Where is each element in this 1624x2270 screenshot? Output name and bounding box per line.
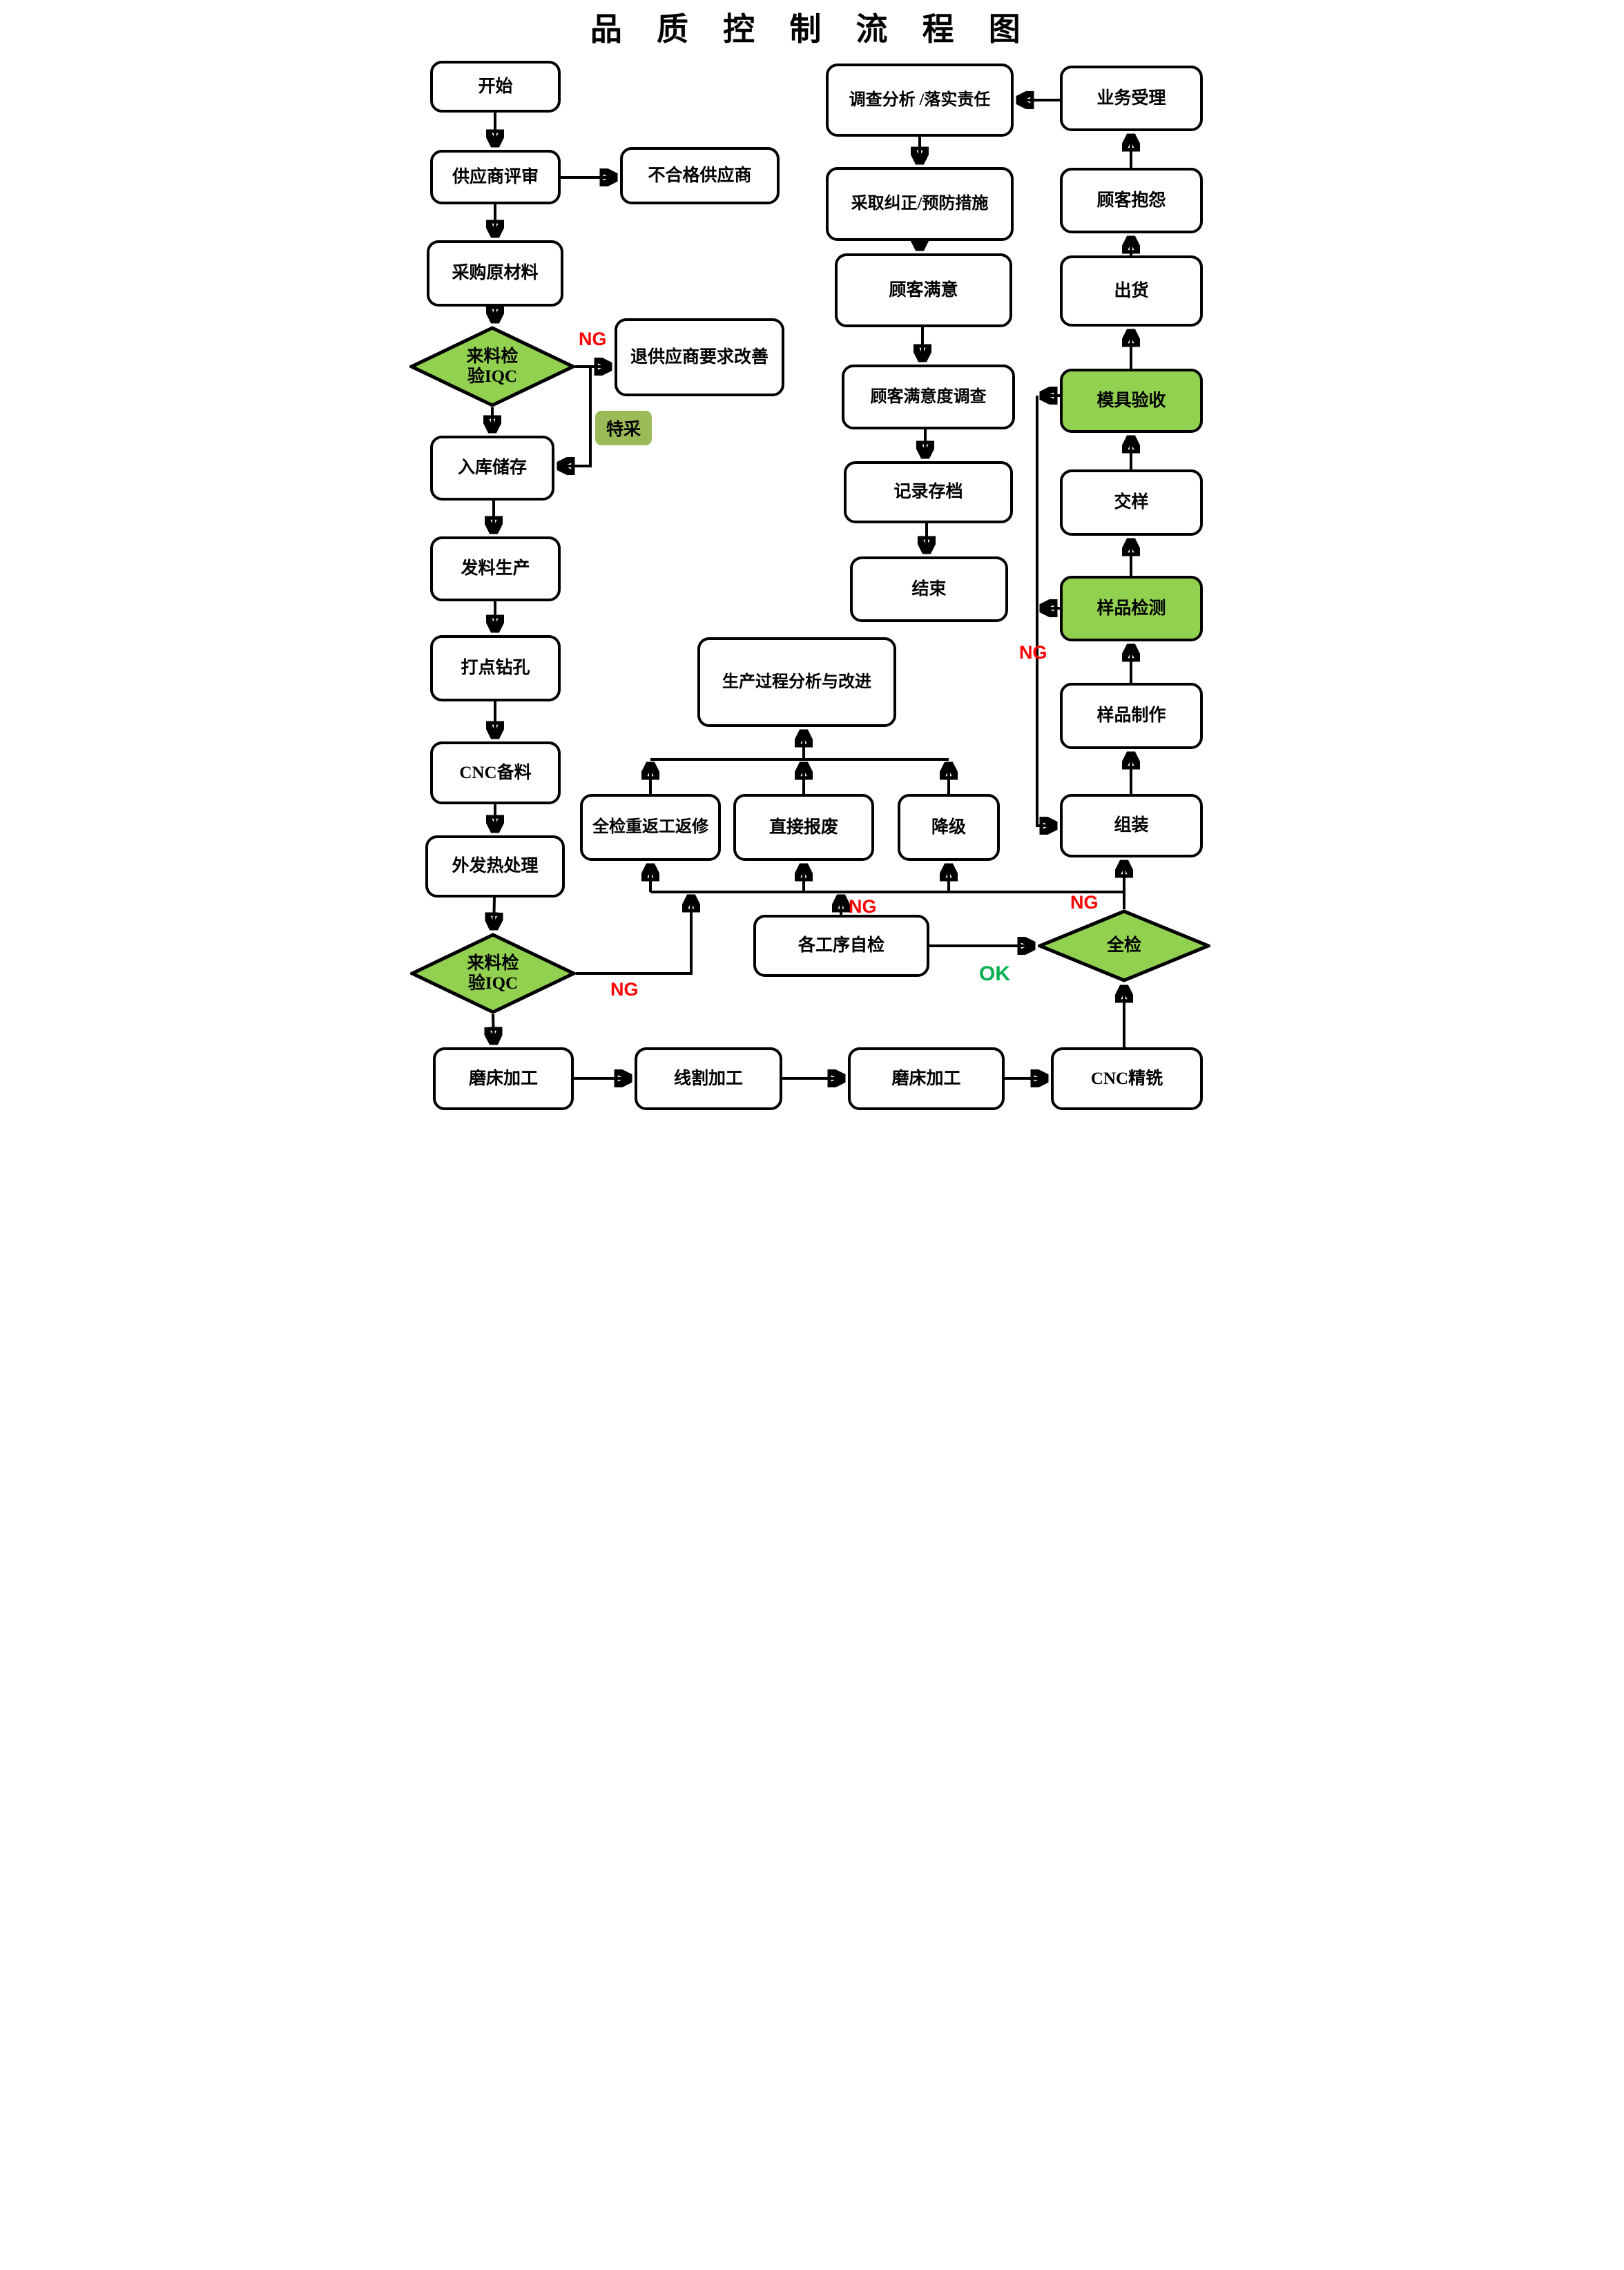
iqc-decision-2-shape	[410, 933, 576, 1014]
node-mold-acceptance: 模具验收	[1060, 369, 1203, 433]
iqc2-line1: 来料检	[467, 953, 519, 973]
page-title: 品 质 控 制 流 程 图	[590, 12, 1034, 47]
ng-label-self-inspection: NG	[849, 896, 877, 917]
node-record-archive: 记录存档	[844, 461, 1013, 523]
iqc2-line2: 验IQC	[467, 974, 519, 993]
full-inspection-diamond	[1038, 909, 1210, 982]
node-corrective-action-label: 采取纠正/预防措施	[851, 195, 989, 213]
node-grinding-2-label: 磨床加工	[891, 1069, 961, 1088]
node-sample-testing-label: 样品检测	[1096, 599, 1166, 618]
node-customer-satisfaction-label: 顾客满意	[889, 280, 958, 300]
node-investigation: 调查分析 /落实责任	[826, 64, 1014, 137]
node-warehouse-label: 入库储存	[457, 458, 527, 477]
node-process-analysis: 生产过程分析与改进	[697, 637, 896, 727]
node-scrap: 直接报废	[733, 794, 874, 861]
ng-label-iqc2: NG	[610, 979, 639, 1000]
special-acceptance-badge: 特采	[595, 411, 652, 445]
node-iqc-decision-2: 来料检 验IQC	[410, 933, 576, 1014]
node-unqualified-supplier-label: 不合格供应商	[648, 166, 752, 185]
node-investigation-label: 调查分析 /落实责任	[849, 90, 991, 109]
node-unqualified-supplier: 不合格供应商	[620, 147, 780, 204]
node-sample-delivery-label: 交样	[1114, 493, 1149, 512]
ng-label-sample-feedback: NG	[1019, 642, 1047, 663]
node-dotting-drilling: 打点钻孔	[430, 635, 561, 701]
node-mold-acceptance-label: 模具验收	[1096, 391, 1166, 410]
node-wire-cutting-label: 线割加工	[673, 1069, 743, 1088]
node-cnc-prep-label: CNC备料	[459, 763, 532, 782]
node-purchase-materials: 采购原材料	[427, 240, 563, 307]
node-heat-treatment: 外发热处理	[425, 835, 565, 898]
node-heat-treatment-label: 外发热处理	[452, 857, 539, 875]
node-purchase-materials-label: 采购原材料	[452, 264, 539, 282]
node-customer-satisfaction: 顾客满意	[835, 253, 1012, 327]
flowchart-canvas: 品 质 控 制 流 程 图 开始 供应商评审 不合格供应商 采购原材料 来料检 …	[406, 0, 1218, 1135]
node-corrective-action: 采取纠正/预防措施	[826, 167, 1014, 241]
node-customer-complaint-label: 顾客抱怨	[1096, 191, 1166, 210]
node-warehouse: 入库储存	[430, 436, 554, 501]
node-start-label: 开始	[478, 77, 513, 96]
node-rework: 全检重返工返修	[580, 794, 721, 861]
node-shipment-label: 出货	[1114, 281, 1149, 300]
node-satisfaction-survey: 顾客满意度调查	[842, 365, 1015, 429]
node-iqc-decision-2-label: 来料检 验IQC	[410, 933, 576, 1014]
node-sample-making: 样品制作	[1060, 683, 1203, 749]
node-record-archive-label: 记录存档	[893, 483, 963, 501]
node-iqc-decision-1-label: 来料检 验IQC	[409, 326, 575, 407]
edge-ng-feedback-to-assembly	[1036, 396, 1056, 826]
node-wire-cutting: 线割加工	[635, 1047, 782, 1110]
special-acceptance-badge-label: 特采	[606, 420, 641, 439]
ng-label-iqc1: NG	[579, 329, 607, 349]
node-supplier-review: 供应商评审	[430, 150, 561, 204]
edge-tecai-to-warehouse	[559, 367, 592, 466]
node-sample-delivery: 交样	[1060, 469, 1203, 536]
node-business-acceptance: 业务受理	[1060, 66, 1203, 131]
node-grinding-2: 磨床加工	[848, 1047, 1005, 1110]
edge-iqc2-to-grinding1	[493, 1013, 494, 1043]
node-rework-label: 全检重返工返修	[592, 818, 708, 837]
node-process-analysis-label: 生产过程分析与改进	[722, 672, 871, 691]
ok-label-full-inspection: OK	[979, 962, 1010, 985]
node-downgrade: 降级	[898, 794, 1000, 861]
node-cnc-milling-label: CNC精铣	[1090, 1069, 1163, 1088]
full-inspection-text: 全检	[1106, 936, 1141, 955]
node-self-inspection-label: 各工序自检	[798, 936, 884, 955]
ng-label-full-inspection: NG	[1070, 892, 1099, 913]
node-end-label: 结束	[911, 579, 947, 599]
node-supplier-review-label: 供应商评审	[452, 167, 539, 186]
iqc-decision-2-diamond	[410, 933, 576, 1014]
node-scrap-label: 直接报废	[768, 817, 838, 837]
node-grinding-1-label: 磨床加工	[468, 1069, 538, 1088]
iqc1-line2: 验IQC	[467, 367, 518, 386]
node-business-acceptance-label: 业务受理	[1096, 88, 1166, 108]
node-full-inspection: 全检	[1038, 909, 1210, 982]
node-return-supplier-label: 退供应商要求改善	[630, 347, 768, 367]
node-issue-production-label: 发料生产	[461, 559, 530, 578]
node-sample-testing: 样品检测	[1060, 576, 1203, 641]
node-iqc-decision-1: 来料检 验IQC	[409, 326, 575, 407]
iqc-decision-1-shape	[409, 326, 575, 407]
node-return-supplier: 退供应商要求改善	[615, 318, 784, 396]
node-downgrade-label: 降级	[931, 817, 966, 837]
node-assembly-label: 组装	[1114, 816, 1149, 835]
node-start: 开始	[430, 61, 561, 113]
iqc-decision-1-diamond	[409, 326, 575, 407]
node-sample-making-label: 样品制作	[1096, 706, 1166, 725]
node-issue-production: 发料生产	[430, 536, 561, 601]
node-customer-complaint: 顾客抱怨	[1060, 168, 1203, 233]
node-shipment: 出货	[1060, 255, 1203, 327]
iqc1-line1: 来料检	[466, 347, 519, 366]
node-self-inspection: 各工序自检	[753, 915, 929, 977]
node-grinding-1: 磨床加工	[433, 1047, 574, 1110]
node-cnc-milling: CNC精铣	[1051, 1047, 1203, 1110]
node-end: 结束	[850, 556, 1008, 622]
node-assembly: 组装	[1060, 794, 1203, 857]
connector-lines	[406, 0, 1218, 1135]
node-cnc-prep: CNC备料	[430, 741, 561, 804]
edge-iqc2-ng-riser	[576, 896, 691, 975]
full-inspection-shape	[1038, 909, 1210, 982]
node-satisfaction-survey-label: 顾客满意度调查	[870, 387, 987, 406]
node-full-inspection-label: 全检	[1038, 909, 1210, 982]
node-dotting-drilling-label: 打点钻孔	[461, 659, 530, 677]
